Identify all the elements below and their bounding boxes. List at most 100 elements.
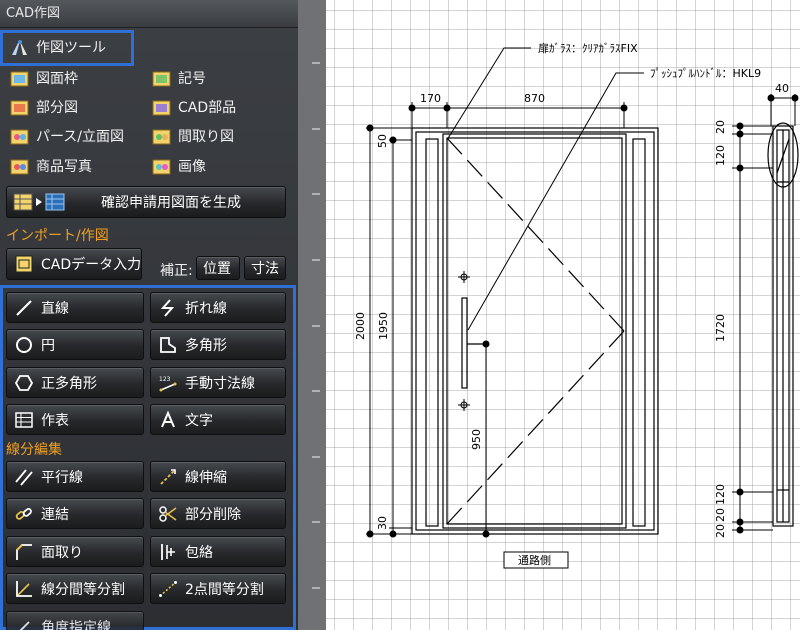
link-product-photo[interactable]: 商品写真 [10,156,92,178]
parallel-line-icon [15,468,33,486]
dim-950: 950 [470,429,483,450]
tool-angle-line-button[interactable]: 角度指定線 [6,611,144,630]
line-icon [16,299,32,316]
position-button-label: 位置 [203,261,231,277]
product-photo-icon [10,158,30,176]
dim-side-1720: 1720 [714,314,727,342]
dim-40: 40 [775,82,789,95]
link-cad-parts[interactable]: CAD部品 [152,97,236,119]
polygon-icon [160,336,176,353]
link-image-label: 画像 [178,159,206,175]
chamfer-icon [16,543,32,560]
import-section-label: インポート/作図 [6,228,109,244]
footer-label-box [503,551,569,569]
symbol-image-icon [152,70,172,88]
tool-manual-dimension-button[interactable]: 123 手動寸法線 [150,367,286,398]
tool-circle-button[interactable]: 円 [6,329,144,360]
dim-side-20b: 20 [714,508,727,522]
image-icon [152,158,172,176]
table-arrow-icon [13,193,65,211]
tool-partial-delete-label: 部分削除 [185,506,241,523]
tool-chamfer-button[interactable]: 面取り [6,536,144,567]
tool-segment-divide-label: 線分間等分割 [41,581,125,598]
tool-circle-label: 円 [41,337,55,354]
tool-line-button[interactable]: 直線 [6,292,144,323]
tool-line-stretch-button[interactable]: 線伸縮 [150,461,286,492]
tool-chamfer-label: 面取り [41,544,83,561]
door-outer-frame [411,127,659,535]
link-perspective[interactable]: パース/立面図 [10,126,124,148]
link-product-photo-label: 商品写真 [36,159,92,175]
tool-table-label: 作表 [41,412,69,429]
draw-tools-highlight [0,285,296,630]
tool-table-button[interactable]: 作表 [6,404,144,435]
link-perspective-label: パース/立面図 [36,129,125,145]
floor-plan-icon [152,128,172,146]
tool-two-point-divide-label: 2点間等分割 [185,581,264,598]
panel-separator[interactable] [298,0,326,630]
link-partial-drawing-label: 部分図 [36,100,78,116]
tool-polygon-button[interactable]: 多角形 [150,329,286,360]
tool-partial-delete-button[interactable]: 部分削除 [150,498,286,529]
dim-50: 50 [376,134,389,148]
dim-2000: 2000 [354,312,367,340]
cad-data-input-button[interactable]: CADデータ入力 [6,248,142,280]
tool-regular-polygon-button[interactable]: 正多角形 [6,367,144,398]
drafting-compass-icon [10,39,30,57]
cad-drawing-panel: CAD作図 作図ツール 図面枠 記号 部分図 CAD部品 パース/立面図 間取り… [0,0,298,630]
tool-segment-divide-button[interactable]: 線分間等分割 [6,573,144,604]
link-symbol[interactable]: 記号 [152,68,206,90]
tool-two-point-divide-button[interactable]: 2点間等分割 [150,573,286,604]
link-frame[interactable]: 図面枠 [10,68,78,90]
link-cad-parts-label: CAD部品 [178,100,237,116]
correction-label: 補正: [160,263,193,279]
link-floor-plan-label: 間取り図 [178,129,234,145]
tool-envelope-label: 包絡 [185,544,213,561]
tool-text-button[interactable]: 文字 [150,404,286,435]
tool-manual-dimension-label: 手動寸法線 [185,375,255,392]
generate-permit-drawing-button[interactable]: 確認申請用図面を生成 [6,186,286,218]
drafting-tool-link[interactable]: 作図ツール [10,37,106,59]
tool-parallel-line-label: 平行線 [41,469,83,486]
perspective-icon [10,128,30,146]
dim-1950: 1950 [377,312,390,340]
door-inner-frame [415,131,655,531]
segment-equal-divide-icon [16,580,32,597]
tool-angle-line-label: 角度指定線 [41,619,111,630]
tool-parallel-line-button[interactable]: 平行線 [6,461,144,492]
link-frame-label: 図面枠 [36,71,78,87]
line-stretch-icon [160,468,176,485]
tool-regular-polygon-label: 正多角形 [41,375,97,392]
partial-drawing-icon [10,99,30,117]
link-partial-drawing[interactable]: 部分図 [10,97,78,119]
angle-line-icon [19,620,30,630]
tool-polygon-label: 多角形 [185,337,227,354]
regular-polygon-icon [15,374,33,391]
tool-polyline-button[interactable]: 折れ線 [150,292,286,323]
glass-spec-label: 扉ｶﾞﾗｽ：ｸﾘｱｶﾞﾗｽFIX [538,42,638,55]
table-icon [15,411,33,428]
tool-link-button[interactable]: 連結 [6,498,144,529]
drafting-tool-label: 作図ツール [36,40,106,56]
link-floor-plan[interactable]: 間取り図 [152,126,234,148]
tool-envelope-button[interactable]: 包絡 [150,536,286,567]
handle-spec-label: ﾌﾟｯｼｭﾌﾟﾙﾊﾝﾄﾞﾙ：HKL9 [650,67,761,80]
partial-delete-icon [159,505,177,522]
frame-image-icon [10,70,30,88]
dim-side-120a: 120 [714,145,727,166]
tool-line-label: 直線 [41,300,69,317]
link-image[interactable]: 画像 [152,156,206,178]
footer-label: 通路側 [518,554,551,567]
drawing-canvas[interactable]: 扉ｶﾞﾗｽ：ｸﾘｱｶﾞﾗｽFIX ﾌﾟｯｼｭﾌﾟﾙﾊﾝﾄﾞﾙ：HKL9 170 … [326,0,800,630]
drafting-tool-highlight [0,30,134,66]
dimension-button[interactable]: 寸法 [244,256,286,280]
dim-side-120b: 120 [714,484,727,505]
tool-text-label: 文字 [185,412,213,429]
tool-line-stretch-label: 線伸縮 [185,469,227,486]
link-icon [15,507,32,520]
svg-text:123: 123 [159,376,171,383]
dim-side-20a: 20 [714,120,727,134]
text-icon [161,410,175,427]
generate-permit-drawing-label: 確認申請用図面を生成 [101,195,241,211]
position-button[interactable]: 位置 [196,256,240,280]
